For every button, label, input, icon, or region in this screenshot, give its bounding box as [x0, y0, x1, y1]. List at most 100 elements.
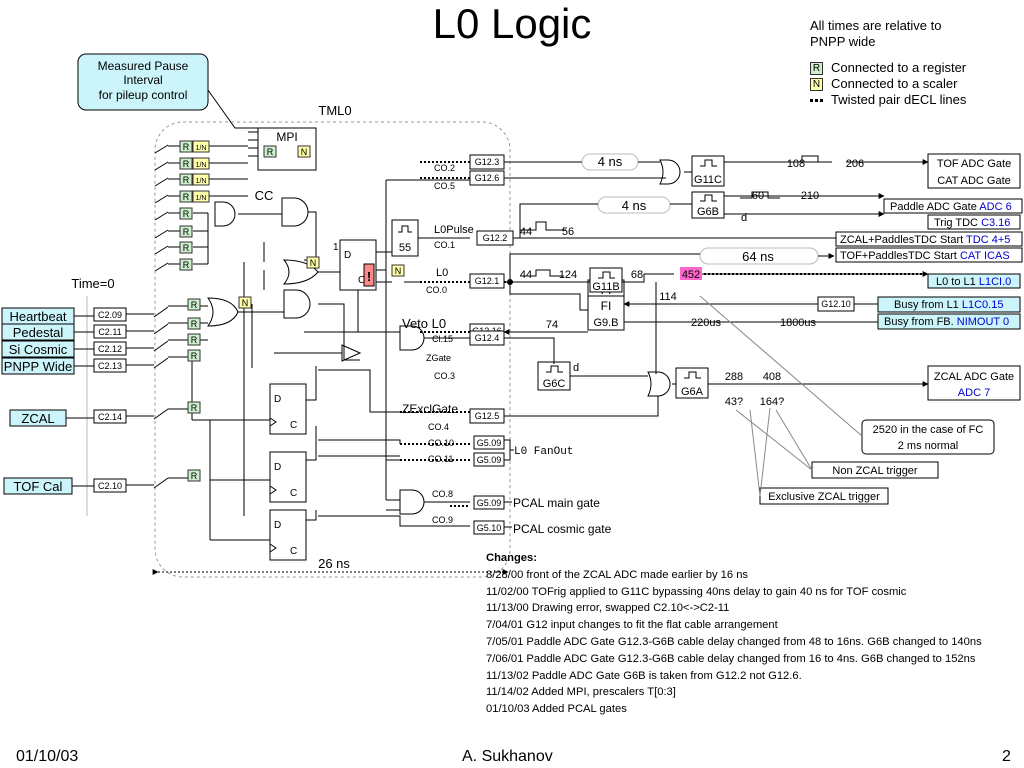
input-register-badges: R R R R R R N [187, 296, 252, 482]
legend: All times are relative to PNPP wide R Co… [810, 18, 966, 108]
footer-author: A. Sukhanov [462, 748, 553, 765]
pause-callout: Measured Pause Interval for pileup contr… [77, 53, 258, 129]
register-badges: R 1/N R 1/N R 1/N R 1/N R R R R [179, 140, 210, 271]
tml0-label: TML0 [318, 103, 351, 118]
svg-text:G5.09: G5.09 [477, 498, 502, 508]
svg-text:G12.6: G12.6 [475, 173, 500, 183]
fi-label-2: FI [601, 299, 612, 313]
zcal-flipflops [269, 383, 307, 561]
svg-text:TOF Cal: TOF Cal [14, 479, 63, 494]
svg-text:64 ns: 64 ns [742, 249, 774, 264]
note-line: PNPP wide [810, 34, 876, 49]
svg-text:Pedestal: Pedestal [13, 325, 64, 340]
legend-register: R Connected to a register [810, 60, 966, 76]
svg-text:1/N: 1/N [196, 145, 207, 152]
svg-text:CO.3: CO.3 [434, 371, 455, 381]
svg-text:G12.1: G12.1 [475, 276, 500, 286]
svg-text:44: 44 [520, 269, 532, 281]
svg-text:R: R [191, 300, 198, 310]
right-wiring [504, 162, 928, 417]
svg-text:1800us: 1800us [780, 317, 817, 329]
g6c-label: G6C [543, 378, 566, 390]
svg-text:D: D [274, 394, 281, 405]
svg-text:G5.10: G5.10 [477, 523, 502, 533]
svg-text:2520 in the case of FC: 2520 in the case of FC [873, 424, 984, 436]
svg-text:D: D [274, 520, 281, 531]
svg-text:G5.09: G5.09 [477, 455, 502, 465]
svg-text:d: d [573, 362, 579, 374]
svg-text:1/N: 1/N [196, 178, 207, 185]
svg-text:PNPP Wide: PNPP Wide [4, 359, 72, 374]
svg-text:44: 44 [520, 226, 532, 238]
svg-text:G12.3: G12.3 [475, 157, 500, 167]
svg-text:R: R [183, 159, 190, 169]
input-labels: Heartbeat Pedestal Si Cosmic PNPP Wide Z… [1, 307, 75, 495]
page-title: L0 Logic [432, 0, 592, 47]
svg-text:L0: L0 [436, 267, 448, 279]
svg-text:ZCAL: ZCAL [21, 411, 54, 426]
svg-text:CO.9: CO.9 [432, 515, 453, 525]
svg-text:ZCAL+PaddlesTDC Start TDC 4+5: ZCAL+PaddlesTDC Start TDC 4+5 [840, 234, 1010, 246]
svg-text:D: D [344, 250, 351, 261]
changes-heading: Changes: [486, 552, 537, 564]
svg-text:G12.2: G12.2 [483, 233, 508, 243]
svg-text:4 ns: 4 ns [622, 198, 647, 213]
note-line: All times are relative to [810, 18, 942, 33]
svg-text:C2.10: C2.10 [98, 481, 122, 491]
pulse-marks [520, 155, 832, 277]
svg-text:108: 108 [787, 158, 805, 170]
svg-text:Interval: Interval [123, 73, 162, 87]
svg-text:L0Pulse: L0Pulse [434, 224, 474, 236]
change-item: 11/13/00 Drawing error, swapped C2.10<->… [486, 602, 730, 615]
g6a-label: G6A [681, 386, 704, 398]
svg-text:408: 408 [763, 371, 781, 383]
svg-text:452: 452 [682, 269, 700, 281]
svg-text:TOF+PaddlesTDC Start CAT ICAS: TOF+PaddlesTDC Start CAT ICAS [840, 250, 1010, 262]
gate-55-box: 55 [391, 219, 419, 257]
svg-text:R: R [191, 335, 198, 345]
svg-text:Veto L0: Veto L0 [402, 316, 446, 331]
svg-text:!: ! [367, 269, 371, 284]
svg-text:C: C [290, 546, 297, 557]
svg-text:ZCAL ADC Gate: ZCAL ADC Gate [934, 371, 1014, 383]
svg-text:1/N: 1/N [196, 162, 207, 169]
svg-text:R: R [191, 471, 198, 481]
svg-text:114: 114 [659, 291, 677, 303]
svg-text:R: R [183, 260, 190, 270]
svg-text:60: 60 [752, 190, 764, 202]
delay-lines: 4 ns 4 ns 64 ns [581, 153, 819, 265]
svg-text:C2.09: C2.09 [98, 310, 122, 320]
change-item: 8/28/00 front of the ZCAL ADC made earli… [486, 568, 749, 581]
legend-dotted: Twisted pair dECL lines [810, 92, 966, 108]
svg-text:R: R [183, 175, 190, 185]
legend-scaler: N Connected to a scaler [810, 76, 966, 92]
svg-text:R: R [183, 192, 190, 202]
svg-text:R: R [183, 142, 190, 152]
svg-text:N: N [242, 298, 249, 308]
junction-dot [507, 279, 513, 285]
logic-gates [207, 197, 425, 515]
svg-text:CO.0: CO.0 [426, 285, 447, 295]
svg-text:R: R [191, 319, 198, 329]
svg-text:N: N [301, 147, 308, 157]
change-item: 7/04/01 G12 input changes to fit the fla… [486, 619, 778, 632]
svg-text:CAT ADC Gate: CAT ADC Gate [937, 175, 1011, 187]
g9b-label-2: G9.B [593, 317, 618, 329]
svg-text:55: 55 [399, 242, 411, 254]
svg-text:206: 206 [846, 158, 864, 170]
pcal-cosmic-label: PCAL cosmic gate [513, 522, 612, 536]
svg-text:G12.4: G12.4 [475, 333, 500, 343]
svg-text:G12.10: G12.10 [821, 299, 851, 309]
svg-text:210: 210 [801, 190, 819, 202]
svg-text:MPI: MPI [276, 130, 297, 144]
svg-text:220us: 220us [691, 317, 721, 329]
svg-text:R: R [183, 209, 190, 219]
svg-text:124: 124 [559, 269, 577, 281]
svg-text:C: C [290, 488, 297, 499]
legend-text: Connected to a register [831, 60, 967, 75]
changes-list: Changes: 8/28/00 front of the ZCAL ADC m… [486, 550, 982, 718]
change-item: 7/05/01 Paddle ADC Gate G12.3-G6B cable … [486, 635, 982, 648]
change-item: 11/14/02 Added MPI, prescalers T[0:3] [486, 686, 676, 699]
svg-text:C: C [290, 420, 297, 431]
